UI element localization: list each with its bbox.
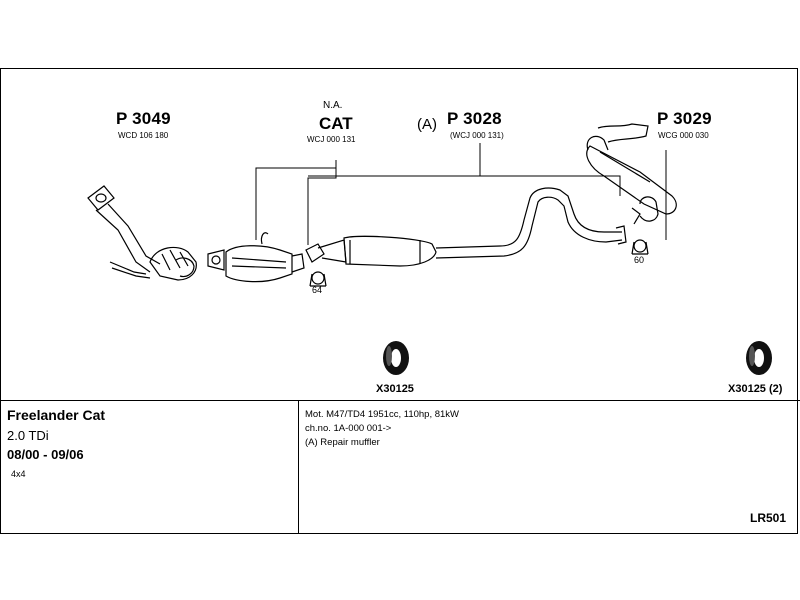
rear-muffler-number: P 3029 [657, 109, 712, 128]
clamp-60-icon [631, 239, 649, 255]
spec-line-1: Mot. M47/TD4 1951cc, 110hp, 81kW [305, 409, 460, 420]
vehicle-drive: 4x4 [11, 469, 26, 479]
cat-leader-branch [307, 168, 337, 245]
centre-muffler-part [305, 187, 627, 267]
front-pipe-code: WCD 106 180 [118, 131, 169, 140]
info-column-divider [298, 400, 299, 534]
catalyst-note: N.A. [323, 100, 343, 111]
mount-right-code: X30125 (2) [728, 383, 783, 395]
clamp-left-number: 64 [312, 285, 323, 295]
diagram-frame [0, 68, 798, 534]
vehicle-years: 08/00 - 09/06 [7, 447, 84, 462]
rubber-mount-right-icon [746, 341, 772, 375]
rear-muffler-part [586, 123, 677, 225]
catalyst-part [207, 232, 305, 283]
cat-leader-line [255, 160, 337, 240]
spec-line-3: (A) Repair muffler [305, 437, 380, 448]
catalyst-name: CAT [319, 114, 353, 133]
front-pipe-number: P 3049 [116, 109, 171, 128]
centre-muffler-leader [308, 143, 481, 177]
diagram-code: LR501 [750, 511, 787, 525]
mount-left-code: X30125 [376, 383, 414, 395]
centre-muffler-number: P 3028 [447, 109, 502, 128]
vehicle-engine: 2.0 TDi [7, 428, 49, 443]
centre-muffler-prefix: (A) [417, 116, 437, 133]
clamp-64-icon [309, 271, 327, 287]
spec-line-2: ch.no. 1A-000 001-> [305, 423, 392, 434]
clamp-right-number: 60 [634, 255, 645, 265]
rubber-mount-left-icon [383, 341, 409, 375]
centre-rear-leader [480, 175, 621, 196]
vehicle-title: Freelander Cat [7, 407, 106, 423]
centre-muffler-code: (WCJ 000 131) [450, 131, 504, 140]
catalyst-code: WCJ 000 131 [307, 135, 356, 144]
info-divider [0, 400, 800, 401]
front-pipe-part [87, 185, 197, 281]
rear-muffler-code: WCG 000 030 [658, 131, 709, 140]
